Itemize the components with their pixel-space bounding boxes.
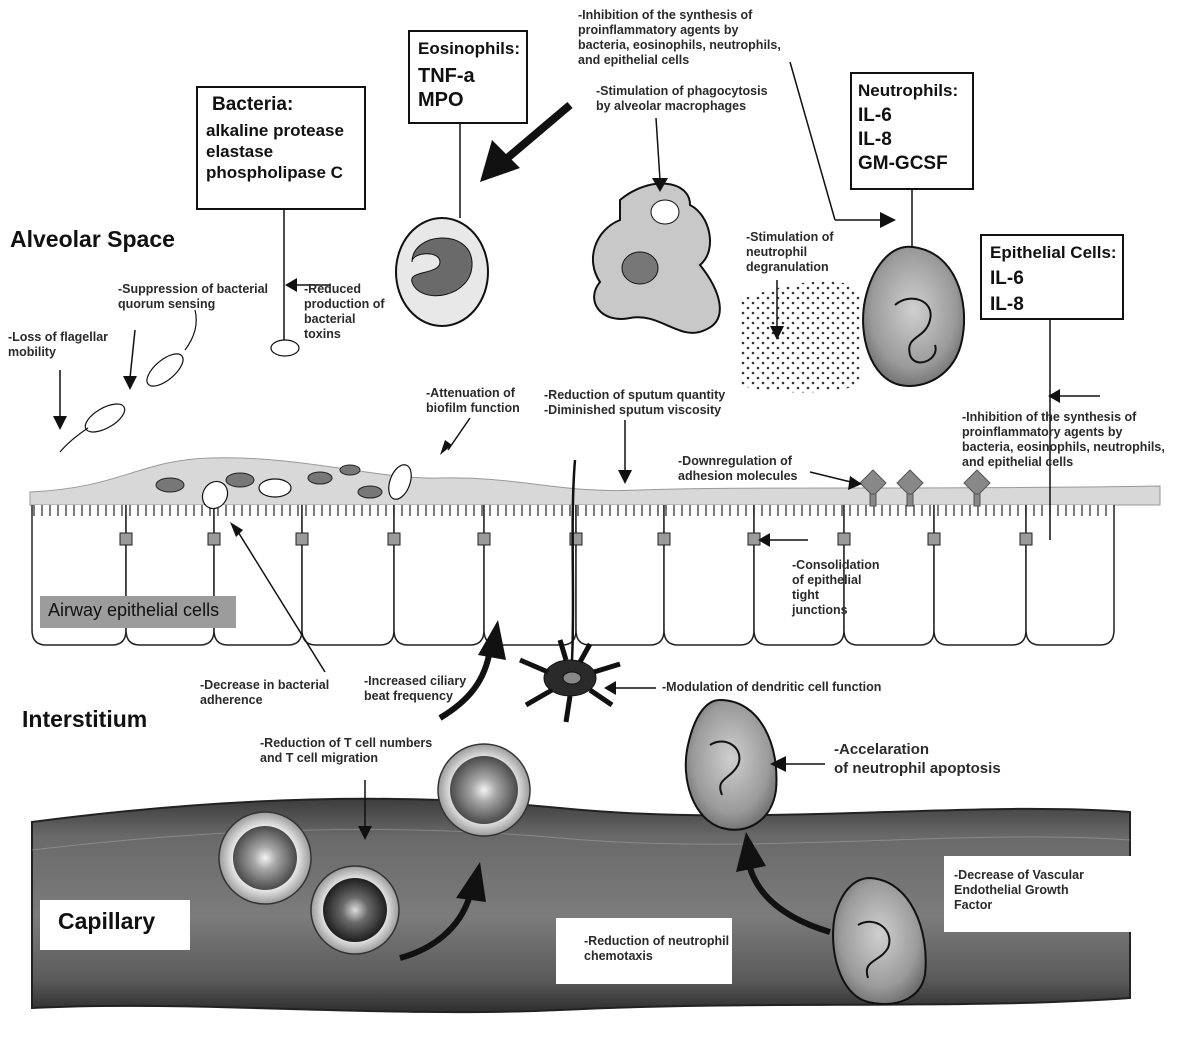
epithelial-item: IL-8 — [990, 292, 1122, 318]
label-line: and epithelial cells — [578, 53, 781, 68]
label-line: bacteria, eosinophils, neutrophils, — [962, 440, 1165, 455]
label-line: beat frequency — [364, 689, 466, 704]
label-line: bacteria, eosinophils, neutrophils, — [578, 38, 781, 53]
bacteria-title: Bacteria: — [212, 94, 364, 116]
label-line: -Consolidation — [792, 558, 880, 573]
label-line: of epithelial — [792, 573, 880, 588]
label-line: -Stimulation of phagocytosis — [596, 84, 768, 99]
eosinophil-cell — [396, 218, 488, 326]
region-capillary: Capillary — [58, 908, 155, 935]
label-line: -Decrease in bacterial — [200, 678, 329, 693]
label-line: proinflammatory agents by — [962, 425, 1165, 440]
label-line: adhesion molecules — [678, 469, 797, 484]
label-line: and T cell migration — [260, 751, 432, 766]
label-line: neutrophil — [746, 245, 834, 260]
label-line: by alveolar macrophages — [596, 99, 768, 114]
label-line: bacterial — [304, 312, 385, 327]
label-line: -Loss of flagellar — [8, 330, 108, 345]
label-line: -Reduction of sputum quantity — [544, 388, 725, 403]
label-line: biofilm function — [426, 401, 520, 416]
eosinophils-item: TNF-a — [418, 64, 526, 88]
label-line: -Modulation of dendritic cell function — [662, 680, 881, 695]
region-alveolar-space: Alveolar Space — [10, 226, 175, 253]
label-line: production of — [304, 297, 385, 312]
label-line: -Stimulation of — [746, 230, 834, 245]
bacteria-item: phospholipase C — [206, 162, 364, 183]
region-airway-epithelial: Airway epithelial cells — [48, 600, 219, 621]
label-line: junctions — [792, 603, 880, 618]
label-line: of neutrophil apoptosis — [834, 759, 1001, 778]
label-line: -Inhibition of the synthesis of — [578, 8, 781, 23]
neutrophil-cell-interstitium — [686, 700, 777, 830]
neutrophils-item: IL-8 — [858, 128, 972, 152]
degranulation-field — [740, 281, 860, 392]
label-line: and epithelial cells — [962, 455, 1165, 470]
label-line: -Diminished sputum viscosity — [544, 403, 725, 418]
label-line: -Reduction of neutrophil — [584, 934, 729, 949]
label-line: mobility — [8, 345, 108, 360]
label-line: Endothelial Growth — [954, 883, 1084, 898]
label-line: -Downregulation of — [678, 454, 797, 469]
neutrophils-item: IL-6 — [858, 104, 972, 128]
label-line: -Accelaration — [834, 740, 1001, 759]
label-sputum: -Reduction of sputum quantity-Diminished… — [544, 388, 725, 418]
label-line: -Suppression of bacterial — [118, 282, 268, 297]
neutrophils-box: Neutrophils: IL-6 IL-8 GM-GCSF — [850, 72, 974, 190]
label-line: proinflammatory agents by — [578, 23, 781, 38]
neutrophil-cell-top — [863, 247, 964, 386]
label-line: -Reduction of T cell numbers — [260, 736, 432, 751]
bacteria-item: elastase — [206, 141, 364, 162]
label-line: adherence — [200, 693, 329, 708]
label-ciliary: -Increased ciliarybeat frequency — [364, 674, 466, 704]
label-line: chemotaxis — [584, 949, 729, 964]
eosinophils-title: Eosinophils: — [418, 38, 526, 60]
macrophage-cell — [593, 184, 720, 333]
neutrophils-item: GM-GCSF — [858, 152, 972, 176]
eosinophils-box: Eosinophils: TNF-a MPO — [408, 30, 528, 124]
label-line: -Reduced — [304, 282, 385, 297]
label-line: tight — [792, 588, 880, 603]
epithelial-title: Epithelial Cells: — [990, 242, 1122, 264]
epithelial-item: IL-6 — [990, 266, 1122, 292]
region-interstitium: Interstitium — [22, 706, 147, 733]
label-dendritic: -Modulation of dendritic cell function — [662, 680, 881, 695]
bacteria-box: Bacteria: alkaline protease elastase pho… — [196, 86, 366, 210]
neutrophils-title: Neutrophils: — [858, 80, 972, 102]
label-line: -Inhibition of the synthesis of — [962, 410, 1165, 425]
label-line: -Attenuation of — [426, 386, 520, 401]
label-line: toxins — [304, 327, 385, 342]
eosinophils-item: MPO — [418, 88, 526, 112]
label-line: Factor — [954, 898, 1084, 913]
label-line: -Increased ciliary — [364, 674, 466, 689]
label-line: degranulation — [746, 260, 834, 275]
label-line: -Decrease of Vascular — [954, 868, 1084, 883]
label-line: quorum sensing — [118, 297, 268, 312]
epithelial-box: Epithelial Cells: IL-6 IL-8 — [980, 234, 1124, 320]
bacteria-item: alkaline protease — [206, 120, 364, 141]
